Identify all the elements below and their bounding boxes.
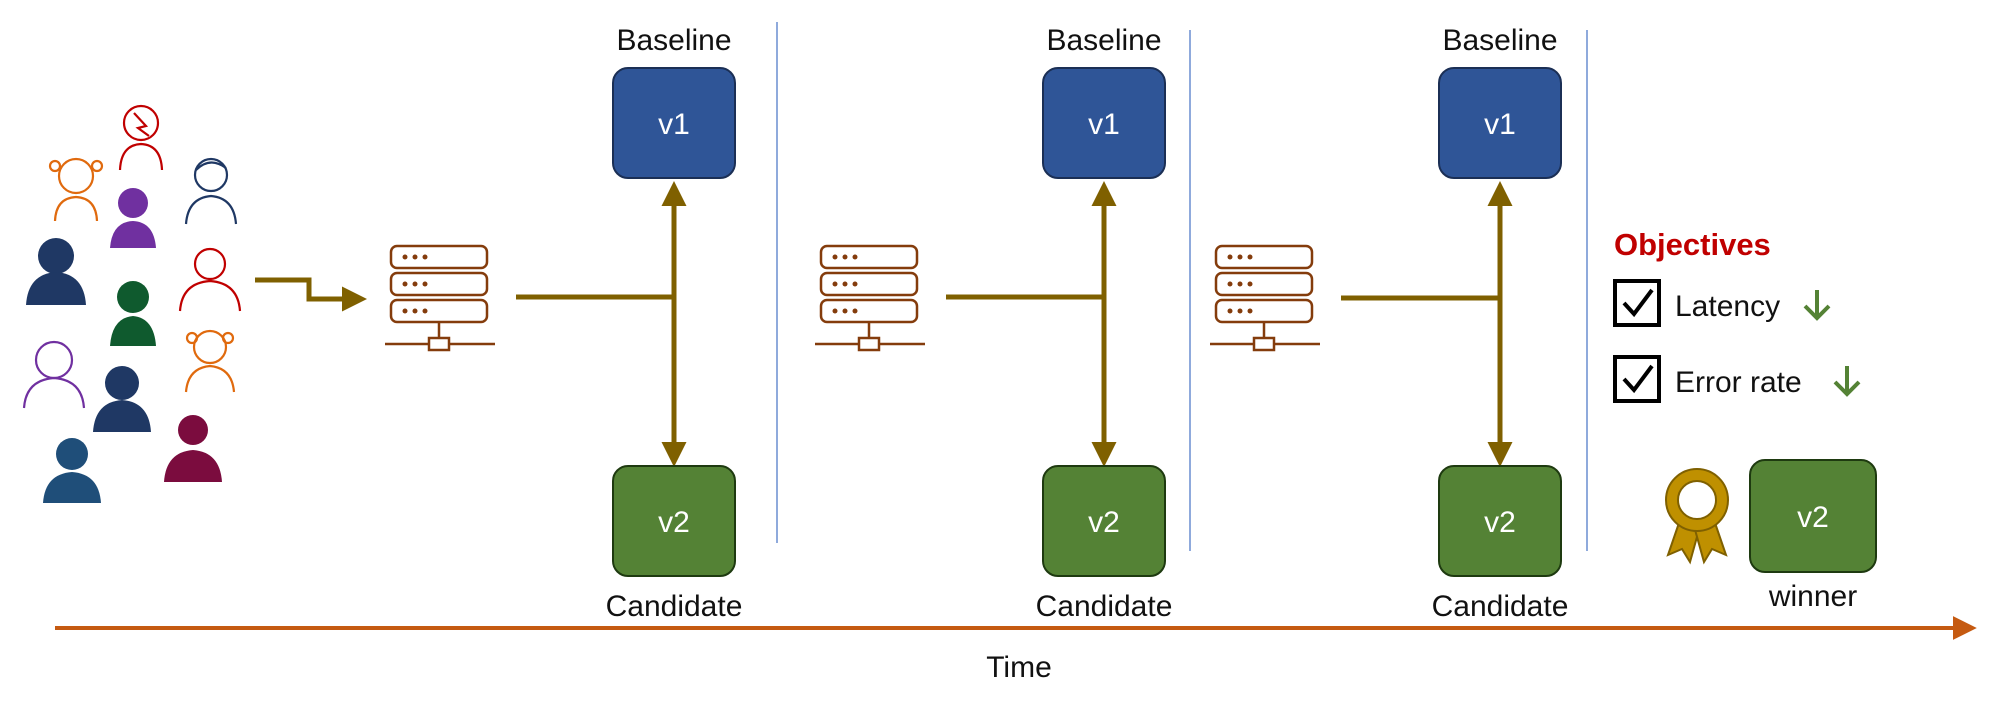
candidate-version: v2: [1484, 506, 1516, 539]
server-icon: [813, 244, 927, 352]
arrow-down-icon: [1803, 290, 1831, 321]
users-group: [22, 104, 242, 503]
user-icon: [164, 415, 222, 482]
user-icon: [184, 329, 236, 393]
user-icon: [22, 340, 86, 409]
baseline-version-box: [1438, 67, 1562, 179]
winner-label: winner: [1768, 580, 1857, 613]
baseline-version: v1: [658, 108, 690, 141]
checkbox-icon: [1613, 279, 1661, 327]
baseline-label: Baseline: [1046, 24, 1161, 57]
award-ribbon-icon: [1665, 468, 1729, 565]
timeline-label: Time: [986, 651, 1052, 684]
objective-label: Latency: [1675, 290, 1780, 323]
user-icon: [93, 366, 151, 432]
objective-item-error-rate: Error rate: [1613, 355, 1861, 403]
user-icon: [184, 157, 238, 225]
checkbox-icon: [1613, 355, 1661, 403]
candidate-version-box: [1438, 465, 1562, 577]
user-icon: [118, 104, 164, 171]
user-icon: [43, 438, 101, 503]
traffic-arrow: [255, 277, 367, 312]
winner-version: v2: [1797, 501, 1829, 534]
objective-item-latency: Latency: [1613, 279, 1831, 327]
user-icon: [110, 188, 156, 248]
objective-label: Error rate: [1675, 366, 1802, 399]
candidate-version: v2: [1088, 506, 1120, 539]
candidate-version-box: [612, 465, 736, 577]
server-icon: [1208, 244, 1322, 352]
baseline-label: Baseline: [1442, 24, 1557, 57]
user-icon: [110, 281, 156, 346]
server-icon: [383, 244, 497, 352]
candidate-label: Candidate: [1036, 590, 1173, 623]
baseline-label: Baseline: [616, 24, 731, 57]
user-icon: [26, 238, 86, 305]
candidate-label: Candidate: [606, 590, 743, 623]
baseline-version-box: [612, 67, 736, 179]
winner-version-box: [1749, 459, 1877, 573]
candidate-label: Candidate: [1432, 590, 1569, 623]
user-icon: [48, 157, 104, 222]
candidate-version-box: [1042, 465, 1166, 577]
arrow-down-icon: [1833, 366, 1861, 397]
baseline-version: v1: [1484, 108, 1516, 141]
objectives-title: Objectives: [1614, 227, 1771, 262]
user-icon: [178, 247, 242, 312]
baseline-version-box: [1042, 67, 1166, 179]
candidate-version: v2: [658, 506, 690, 539]
baseline-version: v1: [1088, 108, 1120, 141]
